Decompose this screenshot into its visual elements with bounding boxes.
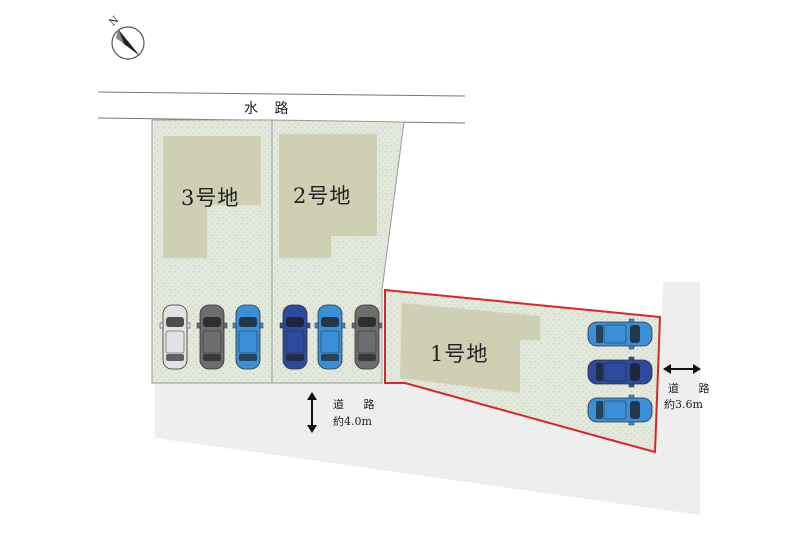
- lot-2-label: 2号地: [293, 184, 352, 208]
- compass-needle-light-icon: [116, 29, 124, 44]
- north-compass: [111, 26, 145, 60]
- front-road-label: 道 路: [333, 398, 383, 411]
- waterway-label: 水 路: [244, 101, 295, 117]
- side-road-width-label: 約3.6m: [664, 398, 703, 411]
- front-road-width-arrow: [307, 392, 317, 433]
- lot-3-building: [163, 136, 261, 258]
- side-road: [655, 282, 700, 462]
- side-road-width-arrow: [663, 364, 701, 374]
- side-road-label: 道 路: [668, 382, 718, 395]
- parked-car-icon: [351, 304, 383, 370]
- parked-car-icon: [196, 304, 228, 370]
- front-road: [155, 383, 700, 515]
- parked-car-icon: [232, 304, 264, 370]
- lot-1-building: [400, 303, 540, 393]
- parked-car-icon: [314, 304, 346, 370]
- parked-car-icon: [587, 356, 653, 388]
- lot-2-building: [279, 134, 377, 258]
- compass-needle-icon: [118, 29, 140, 56]
- parked-car-icon: [159, 304, 191, 370]
- parked-car-icon: [279, 304, 311, 370]
- parked-car-icon: [587, 394, 653, 426]
- cars-layer: [159, 304, 653, 426]
- lot-1-label: 1号地: [430, 342, 489, 366]
- front-road-width-label: 約4.0m: [333, 415, 372, 428]
- parked-car-icon: [587, 318, 653, 350]
- lot-3-label: 3号地: [181, 186, 240, 210]
- waterway-line-top: [97, 91, 466, 97]
